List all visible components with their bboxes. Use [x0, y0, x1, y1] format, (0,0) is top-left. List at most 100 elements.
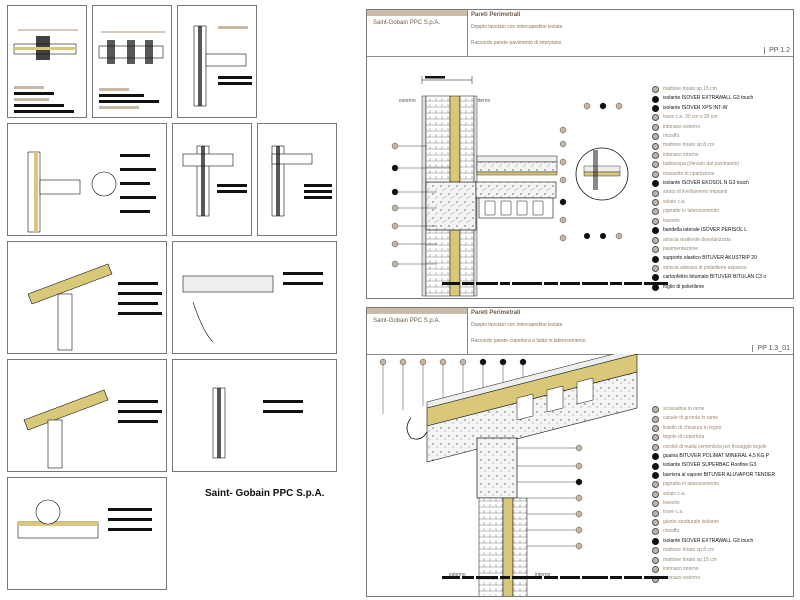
legend-label: mattone forato sp.15 cm [663, 86, 717, 92]
legend-item: giunto strutturale isolante [652, 518, 775, 527]
thumbnail-sheet-9[interactable] [7, 359, 167, 472]
legend-marker-icon [652, 152, 659, 160]
legend-item: mattone forato sp.8 cm [652, 546, 775, 555]
concrete-beam [425, 181, 477, 231]
legend-marker-icon [652, 170, 659, 178]
title-block: Saint-Gobain PPC S.p.A. Pareti Perimetra… [367, 308, 793, 355]
thumbnail-sheet-1[interactable] [7, 5, 87, 118]
legend-label: pignatte in laterocemento [663, 208, 720, 215]
legend-item: rinzaffo [652, 132, 766, 141]
callout-bottom-markers [584, 233, 606, 239]
legend-label: cordoli di malta cementizia per fissaggi… [663, 443, 767, 450]
legend-item: strato di livellamento impianti [652, 188, 766, 197]
thumbnail-sheet-11[interactable] [7, 477, 167, 590]
legend-marker-icon [652, 133, 659, 141]
label-inside: interno [475, 98, 491, 104]
legend-label: intonaco interno [663, 151, 699, 158]
label-inside: interno [535, 572, 551, 578]
legend-item: cartonfeltro bitumato BITUVER BITULAN C3… [652, 273, 766, 282]
legend-label: isolante ISOVER EXTRAWALL G3 touch [663, 537, 754, 544]
legend-item: trave c.a. [652, 508, 775, 517]
sheet-subtitle: Doppio tavolato con intercapedine isolat… [471, 24, 563, 30]
legend-label: massetto di ripartizione [663, 170, 715, 177]
legend-item: supporto elastico BITUVER AKUSTRIP 20 [652, 254, 766, 263]
legend-marker-icon [652, 528, 659, 536]
right-label-markers [575, 444, 583, 550]
legend-item: cordoli di malta cementizia per fissaggi… [652, 443, 775, 452]
thumbnail-sheet-2[interactable] [92, 5, 172, 118]
legend-label: supporto elastico BITUVER AKUSTRIP 20 [663, 255, 757, 262]
legend-label: intonaco esterno [663, 123, 700, 130]
legend-item: scossalina in rame [652, 405, 775, 414]
legend-marker-icon [652, 142, 659, 150]
thumbnail-drawing [182, 145, 234, 217]
wall-brick-15cm [478, 497, 504, 596]
legend-label: strato di livellamento impianti [663, 189, 728, 196]
thumbnail-sheet-8[interactable] [172, 241, 337, 354]
legend-item: travetto [652, 217, 766, 226]
legend-marker-icon [652, 462, 659, 470]
detail-sheet-pp-1-2[interactable]: Saint-Gobain PPC S.p.A. Pareti Perimetra… [366, 9, 794, 299]
floor-screed [476, 161, 558, 173]
thumbnail-sheet-7[interactable] [7, 241, 167, 354]
legend-item: isolante ISOVER XPS INT-W [652, 104, 766, 113]
legend-marker-icon [652, 105, 659, 113]
sheet-title: Pareti Perimetrali [471, 310, 521, 316]
legend-label: giunto strutturale isolante [663, 518, 719, 525]
legend-marker-icon [652, 443, 659, 451]
legend-label: listello di chiusura in legno [663, 424, 722, 431]
legend-label: rinzaffo [663, 528, 680, 535]
legend-marker-icon [652, 246, 659, 254]
legend-marker-icon [652, 415, 659, 423]
label-outside: esterno [449, 572, 466, 578]
legend-item: mattone forato sp.15 cm [652, 556, 775, 565]
section-drawing-wall-floor: esterno interno [391, 76, 629, 297]
thumbnail-sheet-10[interactable] [172, 359, 337, 472]
roof-tiles [426, 354, 638, 409]
legend-marker-icon [652, 274, 659, 282]
legend-label: scossalina in rame [663, 406, 705, 412]
legend-marker-icon [652, 509, 659, 517]
floor-insulation [476, 171, 558, 176]
thumbnail-drawing [271, 145, 313, 217]
legend-item: solaio c.a. [652, 198, 766, 207]
thumbnail-drawing [212, 387, 226, 459]
thumbnail-drawing [23, 389, 109, 469]
legend-item: striscia resiliente desolarizzata [652, 236, 766, 245]
footer-notes [442, 576, 670, 594]
legend-marker-icon [652, 123, 659, 131]
thumbnail-sheet-3[interactable] [177, 5, 257, 118]
legend-marker-icon [652, 500, 659, 508]
thumbnail-sheet-4[interactable] [7, 123, 167, 236]
legend-marker-icon [652, 490, 659, 498]
detail-sheet-pp-1-3-01[interactable]: Saint-Gobain PPC S.p.A. Pareti Perimetra… [366, 307, 794, 597]
legend-item: bandella laterale ISOVER PERISOL L [652, 226, 766, 235]
legend-item: intonaco interno [652, 565, 775, 574]
legend-marker-icon [652, 180, 659, 188]
legend-marker-icon [652, 217, 659, 225]
thumbnail-drawing [98, 31, 165, 64]
legend-item: mattone forato sp.8 cm [652, 141, 766, 150]
legend-label: guaina BITUVER POLIMAT MINERAL 4,5 KG P [663, 453, 770, 460]
legend-marker-icon [652, 255, 659, 263]
legend-marker-icon [652, 453, 659, 461]
legend-marker-icon [652, 161, 659, 169]
thumbnail-sheet-6[interactable] [257, 123, 337, 236]
left-label-markers-dark [392, 165, 398, 195]
legend-marker-icon [652, 425, 659, 433]
legend-label: isolante ISOVER EXTRAWALL G3 touch [663, 95, 754, 102]
legend-label: foglio di polietilene [663, 283, 705, 290]
legend-marker-icon [652, 264, 659, 272]
legend-item: pavimentazione [652, 245, 766, 254]
label-outside: esterno [399, 98, 416, 104]
legend-marker-icon [652, 566, 659, 574]
sheet-code: PP 1.3_01 [752, 345, 790, 352]
company-credit: Saint- Gobain PPC S.p.A. [205, 488, 325, 499]
legend-label: trave c.a. 30 cm x 30 cm [663, 114, 718, 121]
legend-item: intonaco esterno [652, 574, 775, 583]
legend-marker-icon [652, 236, 659, 244]
thumbnail-sheet-5[interactable] [172, 123, 252, 236]
legend-label: intonaco esterno [663, 575, 700, 582]
wall-plaster-outside [421, 95, 427, 297]
legend-marker-icon [652, 481, 659, 489]
